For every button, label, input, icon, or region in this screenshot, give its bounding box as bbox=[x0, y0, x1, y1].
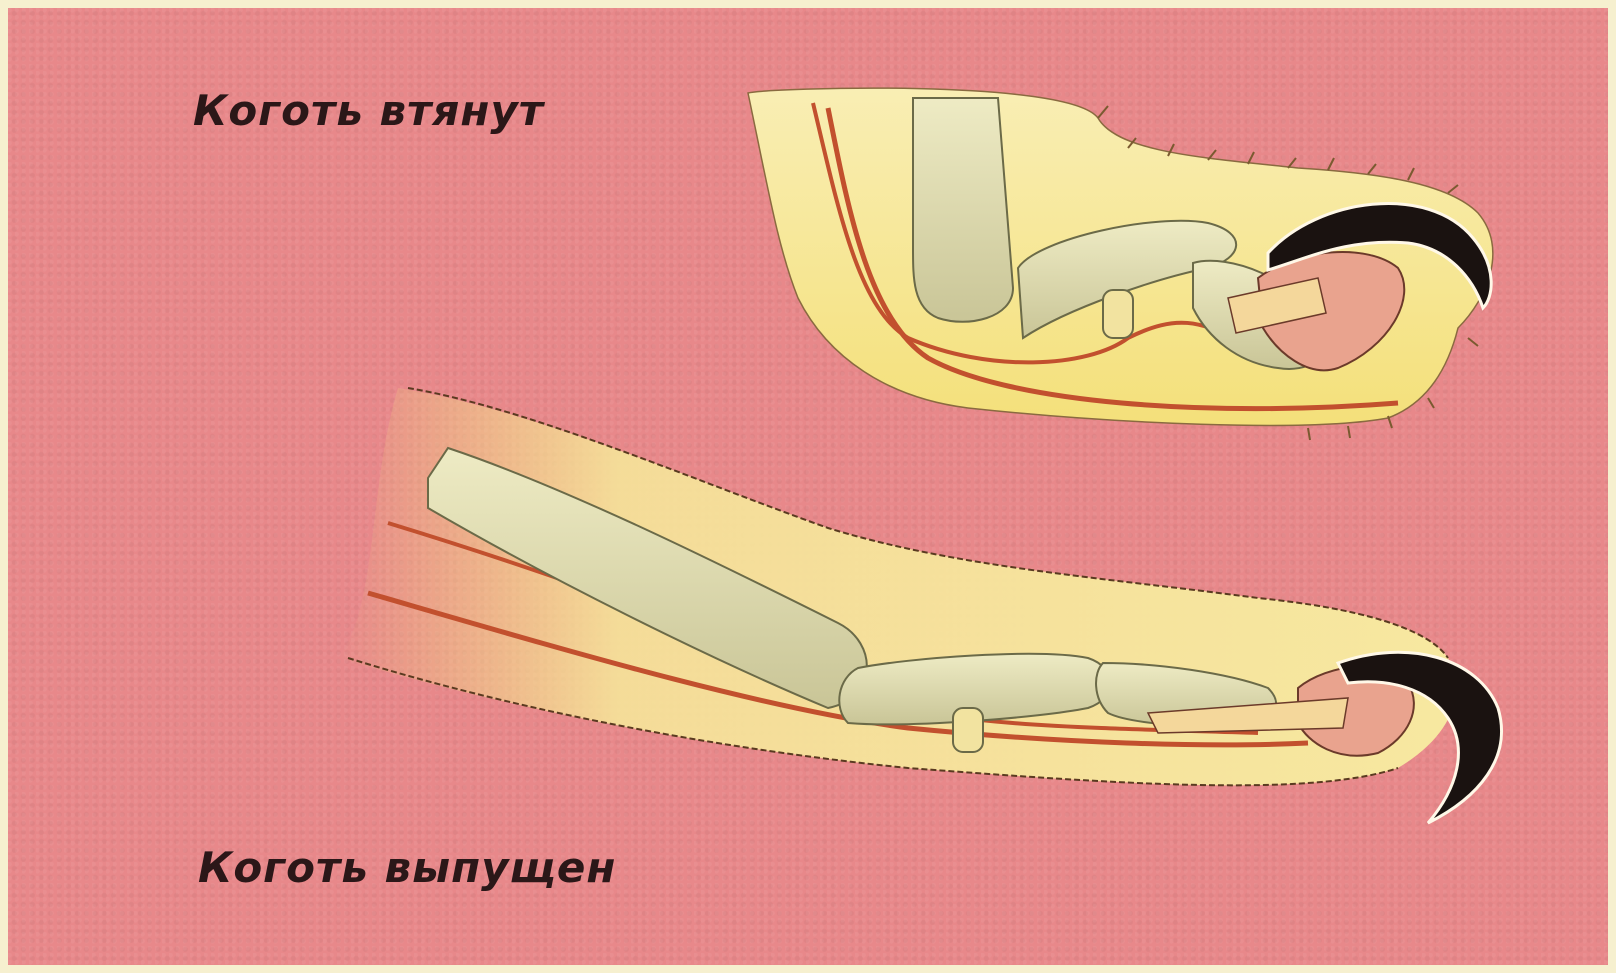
extended-paw bbox=[338, 388, 1502, 823]
label-claw-retracted: Коготь втянут bbox=[193, 86, 544, 135]
retracted-ligament bbox=[1103, 290, 1133, 338]
extended-ligament bbox=[953, 708, 983, 752]
label-claw-extended: Коготь выпущен bbox=[198, 843, 616, 892]
retracted-bone-proximal bbox=[913, 98, 1013, 322]
diagram-canvas: Коготь втянут Коготь выпущен bbox=[8, 8, 1608, 965]
retracted-paw bbox=[748, 88, 1493, 440]
claw-illustration bbox=[8, 8, 1608, 965]
